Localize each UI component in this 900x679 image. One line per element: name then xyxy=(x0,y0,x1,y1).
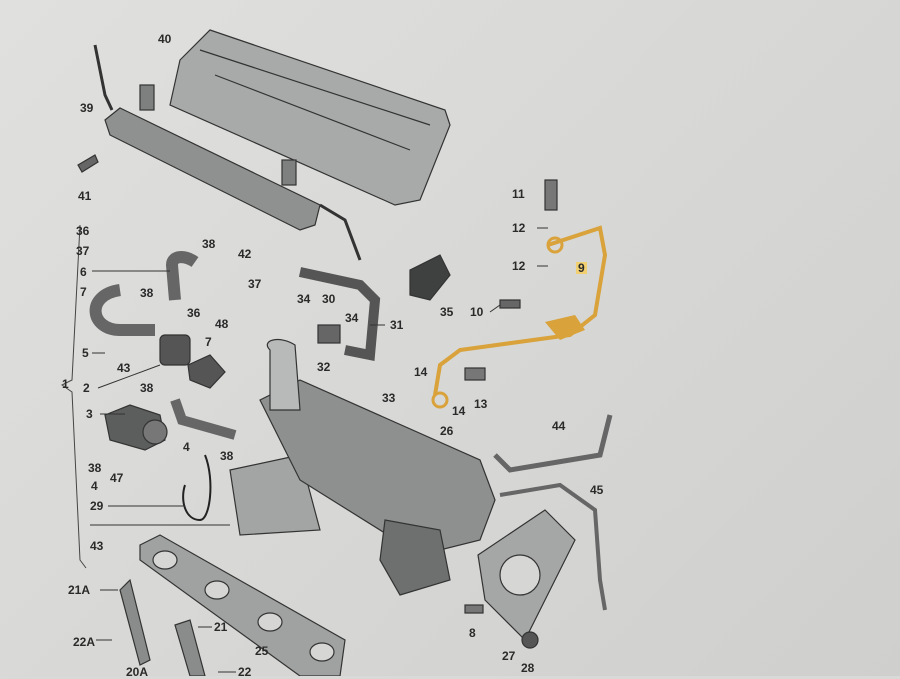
label-21: 21 xyxy=(214,620,228,634)
label-11: 11 xyxy=(512,187,525,201)
label-31: 31 xyxy=(390,318,404,332)
label-45: 45 xyxy=(590,483,604,497)
label-12: 12 xyxy=(512,259,526,273)
label-14: 14 xyxy=(452,404,466,418)
label-38: 38 xyxy=(140,381,154,395)
label-9-highlighted[interactable]: 9 xyxy=(576,261,587,275)
seal-35 xyxy=(409,254,451,301)
label-30: 30 xyxy=(322,292,336,306)
label-3: 3 xyxy=(86,407,93,421)
label-41: 41 xyxy=(78,189,92,203)
label-38: 38 xyxy=(202,237,216,251)
gasket-25 xyxy=(139,534,346,676)
label-7: 7 xyxy=(80,285,87,299)
label-5: 5 xyxy=(82,346,89,360)
label-33: 33 xyxy=(382,391,396,405)
label-35: 35 xyxy=(440,305,454,319)
hose-5 xyxy=(89,284,155,336)
oil-line-9 xyxy=(433,225,608,396)
label-21a: 21A xyxy=(68,583,91,597)
label-13: 13 xyxy=(474,397,488,411)
label-40: 40 xyxy=(158,32,172,46)
label-39: 39 xyxy=(80,101,94,115)
label-4: 4 xyxy=(91,479,98,493)
label-43: 43 xyxy=(90,539,104,553)
label-29: 29 xyxy=(90,499,104,513)
label-34: 34 xyxy=(345,311,359,325)
label-37: 37 xyxy=(76,244,90,258)
label-36: 36 xyxy=(76,224,90,238)
label-37: 37 xyxy=(248,277,262,291)
label-42: 42 xyxy=(238,247,252,261)
hose-4 xyxy=(170,398,237,440)
label-2: 2 xyxy=(83,381,90,395)
label-6: 6 xyxy=(80,265,87,279)
label-1: 1 xyxy=(62,377,69,391)
heat-shield xyxy=(169,29,451,206)
fuel-rail xyxy=(104,107,321,231)
label-27: 27 xyxy=(502,649,516,663)
label-7: 7 xyxy=(205,335,212,349)
label-20a: 20A xyxy=(126,665,149,679)
label-25: 25 xyxy=(255,644,269,658)
label-38: 38 xyxy=(220,449,234,463)
label-4: 4 xyxy=(183,440,190,454)
label-44: 44 xyxy=(552,419,566,433)
label-38: 38 xyxy=(140,286,154,300)
label-28: 28 xyxy=(521,661,535,675)
label-12: 12 xyxy=(512,221,526,235)
label-10: 10 xyxy=(470,305,484,319)
label-32: 32 xyxy=(317,360,331,374)
label-34: 34 xyxy=(297,292,311,306)
label-36: 36 xyxy=(187,306,201,320)
label-48: 48 xyxy=(215,317,229,331)
hose-6 xyxy=(165,251,199,301)
label-47: 47 xyxy=(110,471,124,485)
label-22a: 22A xyxy=(73,635,96,649)
label-26: 26 xyxy=(440,424,454,438)
label-8: 8 xyxy=(469,626,476,640)
label-22: 22 xyxy=(238,665,252,679)
label-14: 14 xyxy=(414,365,428,379)
exhaust-manifold xyxy=(259,379,496,556)
label-43: 43 xyxy=(117,361,131,375)
label-38: 38 xyxy=(88,461,102,475)
